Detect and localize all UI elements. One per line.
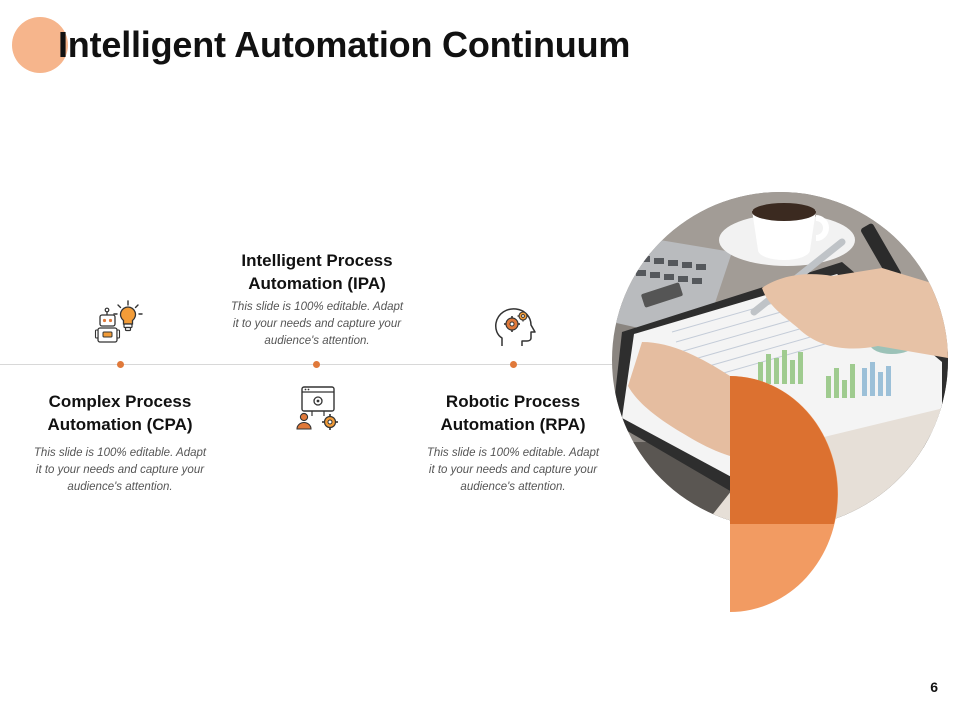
stage-title-ipa-line1: Intelligent Process (241, 251, 393, 270)
stage-desc-rpa-line3: audience's attention. (460, 481, 566, 493)
accent-half-circle (730, 376, 838, 612)
head-gears-icon (495, 308, 536, 346)
slide-title: Intelligent Automation Continuum (58, 24, 631, 65)
stage-desc-cpa-line1: This slide is 100% editable. Adapt (33, 447, 207, 459)
stage-title-cpa-line2: Automation (CPA) (47, 415, 193, 434)
stage-title-ipa-line2: Automation (IPA) (248, 274, 386, 293)
stage-desc-cpa-line2: it to your needs and capture your (35, 464, 205, 476)
stage-title-ipa: Intelligent Process Automation (IPA) (207, 249, 427, 295)
stage-desc-rpa: This slide is 100% editable. Adapt it to… (410, 445, 616, 496)
stage-title-cpa-line1: Complex Process (48, 392, 192, 411)
stage-desc-ipa-line3: audience's attention. (264, 335, 370, 347)
timeline-line (0, 364, 640, 365)
robot-lightbulb-icon (94, 300, 143, 343)
page-number: 6 (930, 679, 938, 695)
stage-desc-ipa-line2: it to your needs and capture your (232, 318, 402, 330)
office-desk-photo (612, 192, 948, 528)
stage-desc-cpa: This slide is 100% editable. Adapt it to… (17, 445, 223, 496)
title-decoration-circle (12, 17, 68, 73)
timeline-dot-cpa (117, 361, 124, 368)
stage-title-cpa: Complex Process Automation (CPA) (10, 390, 230, 436)
stage-title-rpa-line2: Automation (RPA) (440, 415, 586, 434)
stage-desc-ipa-line1: This slide is 100% editable. Adapt (230, 301, 404, 313)
browser-user-gear-icon (296, 386, 338, 430)
stage-title-rpa-line1: Robotic Process (445, 392, 581, 411)
stage-desc-cpa-line3: audience's attention. (67, 481, 173, 493)
stage-title-rpa: Robotic Process Automation (RPA) (403, 390, 623, 436)
stage-desc-ipa: This slide is 100% editable. Adapt it to… (214, 299, 420, 350)
timeline-dot-rpa (510, 361, 517, 368)
timeline-dot-ipa (313, 361, 320, 368)
stage-desc-rpa-line2: it to your needs and capture your (428, 464, 598, 476)
stage-desc-rpa-line1: This slide is 100% editable. Adapt (426, 447, 600, 459)
office-desk-illustration (612, 192, 948, 528)
